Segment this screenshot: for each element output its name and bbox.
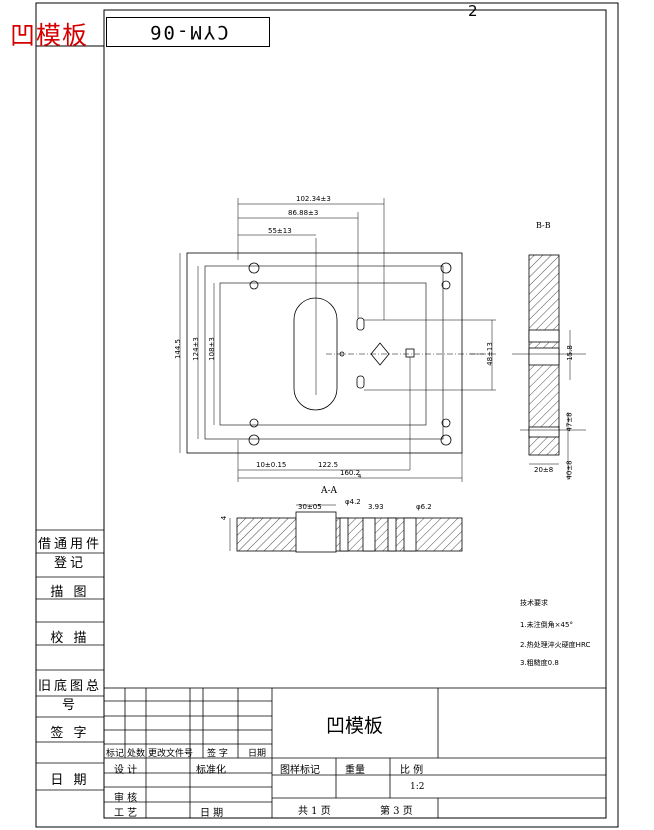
side-label-old-no: 旧底图总号 xyxy=(37,679,102,713)
dim-b-v1: 15.8 xyxy=(565,345,574,361)
rev-mark: 标记 xyxy=(106,749,125,759)
side-label-trace: 描 图 xyxy=(50,585,90,600)
dim-b-v3: 40±8 xyxy=(565,460,574,480)
row-check: 审 核 xyxy=(114,793,138,804)
dim-left3: 108±3 xyxy=(207,337,216,361)
section-a-view xyxy=(229,504,463,553)
dim-a-d2: φ4.2 xyxy=(345,498,361,506)
note-2: 2.热处理淬火硬度HRC xyxy=(520,641,591,649)
dim-b-h1: 20±8 xyxy=(534,466,554,474)
dim-right1: 48±13 xyxy=(485,342,494,366)
dim-a-d1: 30±05 xyxy=(298,503,322,511)
dim-bottom3: 160.2 xyxy=(340,469,361,477)
dim-bottom1: 10±0.15 xyxy=(256,461,287,469)
rev-count: 处数 xyxy=(127,749,146,759)
rev-date: 日期 xyxy=(248,749,267,759)
drawing-code: CYM-06 xyxy=(147,21,229,43)
part-name: 凹模板 xyxy=(325,714,383,737)
red-title: 凹模板 xyxy=(10,21,89,50)
col-weight: 重量 xyxy=(345,765,365,776)
section-b-label: B-B xyxy=(536,221,551,230)
dim-top3: 55±13 xyxy=(268,227,292,235)
row-date: 日 期 xyxy=(200,808,224,819)
col-stage: 图样标记 xyxy=(280,765,320,776)
drawing-code-box: CYM-06 xyxy=(106,17,270,47)
side-panel-grid xyxy=(36,529,104,791)
plan-view xyxy=(179,198,496,482)
section-b-view xyxy=(512,254,586,480)
side-label-reg: 借通用件登记 xyxy=(37,537,102,571)
dim-b-v2: 47±8 xyxy=(565,412,574,432)
dim-bottom2: 122.5 xyxy=(318,461,339,469)
dim-a-d4: φ6.2 xyxy=(416,503,432,511)
notes-heading: 技术要求 xyxy=(520,599,548,607)
col-scale: 比 例 xyxy=(400,765,424,776)
outer-frame xyxy=(35,2,619,828)
dim-top1: 102.34±3 xyxy=(296,195,331,203)
section-a-label: A-A xyxy=(321,486,338,496)
row-process: 工 艺 xyxy=(114,808,138,819)
note-3: 3.粗糙度0.8 xyxy=(520,659,559,667)
dim-top2: 86.88±3 xyxy=(288,209,319,217)
rev-doc: 更改文件号 xyxy=(148,749,194,759)
total-pages: 共 1 页 xyxy=(298,806,331,817)
dim-left2: 124±3 xyxy=(191,337,200,361)
note-1: 1.未注倒角×45° xyxy=(520,621,573,629)
dim-a-d3: 3.93 xyxy=(368,503,384,511)
dim-bottom3-sub: 4 xyxy=(358,474,362,480)
side-label-check: 校 描 xyxy=(50,631,90,646)
plan-outline xyxy=(186,252,463,454)
dim-left1: 144.5 xyxy=(174,338,183,360)
row-standard: 标准化 xyxy=(196,765,226,776)
side-label-date: 日 期 xyxy=(50,773,90,788)
dim-a-left: 4 xyxy=(220,515,229,521)
title-block-grid xyxy=(103,687,607,819)
rev-sign: 签 字 xyxy=(207,749,228,759)
sheet-number: 2 xyxy=(468,2,478,20)
scale-value: 1:2 xyxy=(410,782,425,792)
side-label-sign: 签 字 xyxy=(50,726,90,741)
row-design: 设 计 xyxy=(114,765,138,776)
page-no: 第 3 页 xyxy=(380,806,413,817)
